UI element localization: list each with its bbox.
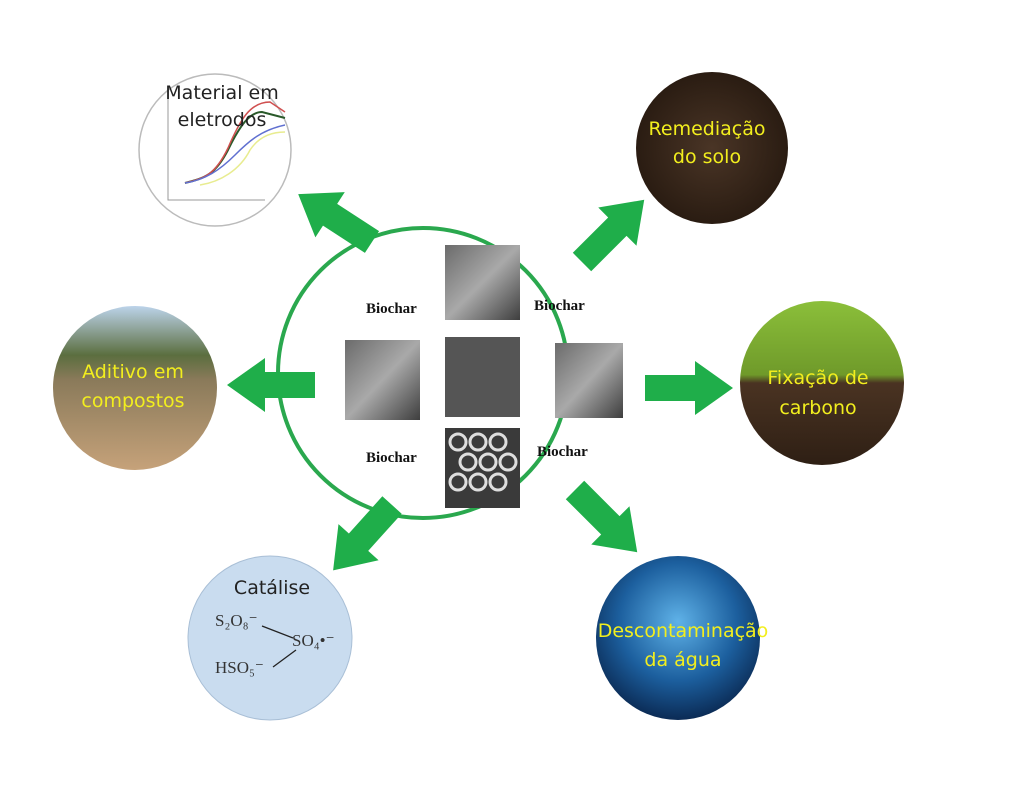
application-catalise: Catálise S₂O₈⁻ HSO₅⁻ SO₄•⁻: [187, 555, 353, 721]
svg-text:do solo: do solo: [673, 146, 741, 168]
svg-text:da água: da água: [644, 649, 721, 671]
honeycomb-pattern: [448, 432, 518, 492]
biochar-label: Biochar: [366, 450, 417, 466]
sem-image-center: [445, 337, 520, 417]
svg-text:carbono: carbono: [779, 397, 856, 419]
application-remediacao-solo: Remediação do solo: [636, 72, 788, 224]
reaction-line: [272, 649, 297, 668]
svg-text:compostos: compostos: [81, 390, 184, 412]
svg-text:Remediação: Remediação: [649, 118, 766, 140]
reaction-line: [261, 625, 294, 639]
biochar-label: Biochar: [534, 298, 585, 314]
application-descontaminacao-agua: Descontaminação da água: [596, 556, 768, 720]
sem-image-left: [345, 340, 420, 420]
arrow-icon: [555, 470, 657, 572]
application-fixacao-carbono: Fixação de carbono: [740, 301, 904, 465]
svg-text:Fixação de: Fixação de: [767, 367, 868, 389]
svg-text:Descontaminação: Descontaminação: [598, 620, 769, 642]
center-ring: [276, 226, 570, 520]
arrow-icon: [562, 180, 664, 282]
biochar-label: Biochar: [366, 301, 417, 317]
arrow-icon: [645, 361, 733, 415]
application-eletrodos: Material em eletrodos: [138, 73, 292, 227]
svg-text:Material em: Material em: [165, 82, 278, 104]
svg-text:S₂O₈⁻: S₂O₈⁻: [215, 611, 258, 630]
biochar-label: Biochar: [537, 444, 588, 460]
svg-text:HSO₅⁻: HSO₅⁻: [215, 658, 264, 677]
svg-text:eletrodos: eletrodos: [178, 109, 267, 131]
sem-image-right: [555, 343, 623, 418]
svg-text:Catálise: Catálise: [234, 577, 310, 599]
svg-text:Aditivo em: Aditivo em: [82, 361, 184, 383]
svg-text:SO₄•⁻: SO₄•⁻: [292, 631, 335, 650]
application-aditivo-compostos: Aditivo em compostos: [53, 306, 217, 470]
sem-image-top: [445, 245, 520, 320]
